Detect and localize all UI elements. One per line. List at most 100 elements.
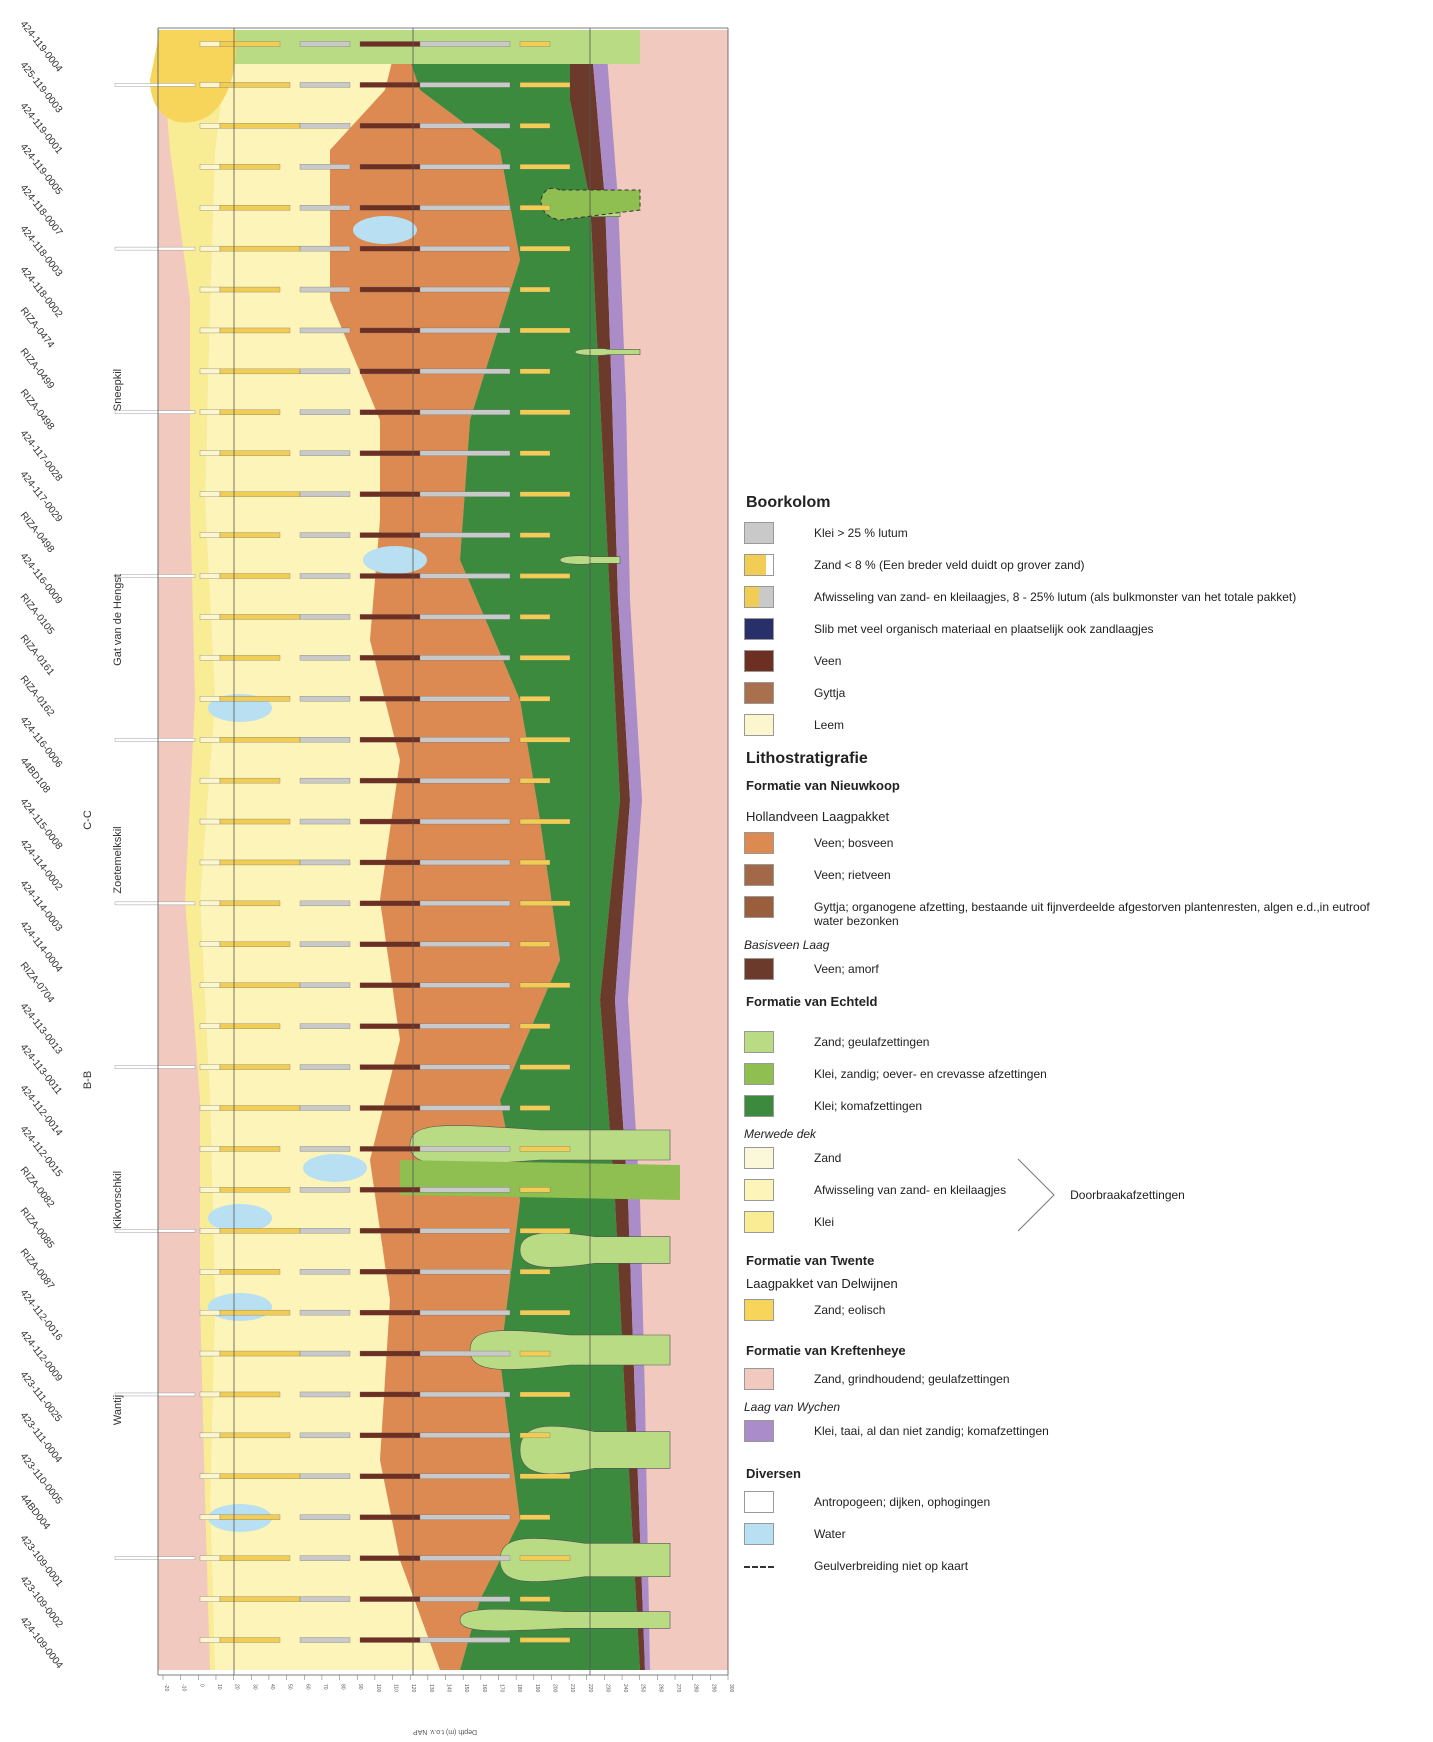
legend-hollandveen-sub: Hollandveen Laagpakket	[746, 809, 1430, 824]
borehole-segment	[300, 123, 350, 128]
borehole-segment	[360, 778, 420, 783]
borehole-surface-fill	[115, 1557, 195, 1560]
axis-tick-label: -10	[181, 1684, 187, 1691]
legend-label: Water	[814, 1523, 846, 1541]
borehole-segment	[520, 1597, 550, 1602]
legend-label: Klei > 25 % lutum	[814, 522, 908, 540]
borehole-segment	[520, 1433, 550, 1438]
legend-label: Slib met veel organisch materiaal en pla…	[814, 618, 1154, 636]
swatch-basisveen	[744, 958, 774, 980]
borehole-column	[200, 123, 550, 128]
legend-label: Veen; rietveen	[814, 864, 891, 882]
axis-tick-label: 200	[551, 1684, 557, 1693]
borehole-segment	[200, 451, 220, 456]
borehole-segment	[300, 410, 350, 415]
borehole-segment	[360, 369, 420, 374]
legend-label: Afwisseling van zand- en kleilaagjes, 8 …	[814, 586, 1296, 604]
axis-title: Depth (m) t.o.v. NAP	[413, 1728, 477, 1735]
borehole-segment	[300, 246, 350, 251]
legend-item-afwisseling: Afwisseling van zand- en kleilaagjes, 8 …	[744, 586, 1430, 608]
borehole-segment	[520, 1146, 570, 1151]
borehole-column	[200, 369, 550, 374]
borehole-segment	[220, 164, 280, 169]
borehole-segment	[520, 205, 550, 210]
legend-item-veen: Veen	[744, 650, 1430, 672]
swatch-rietveen	[744, 864, 774, 886]
borehole-segment	[520, 819, 570, 824]
borehole-column	[200, 1515, 550, 1520]
borehole-segment	[520, 901, 570, 906]
borehole-segment	[220, 696, 290, 701]
section-mark: B-B	[82, 1071, 94, 1089]
borehole-segment	[300, 1269, 350, 1274]
borehole-segment	[200, 533, 220, 538]
borehole-segment	[520, 410, 570, 415]
borehole-segment	[200, 246, 220, 251]
legend-item-merwede-zand: Zand	[744, 1147, 1006, 1169]
borehole-segment	[300, 1474, 350, 1479]
borehole-segment	[420, 82, 510, 87]
swatch-antropogeen	[744, 1491, 774, 1513]
borehole-segment	[420, 1310, 510, 1315]
borehole-segment	[420, 533, 510, 538]
borehole-segment	[200, 1515, 220, 1520]
borehole-segment	[220, 614, 300, 619]
borehole-segment	[300, 1310, 350, 1315]
borehole-segment	[360, 1474, 420, 1479]
legend-label: Zand, grindhoudend; geulafzettingen	[814, 1368, 1010, 1386]
swatch-merwede-klei	[744, 1211, 774, 1233]
axis-tick-label: 190	[534, 1684, 540, 1693]
borehole-segment	[300, 655, 350, 660]
borehole-segment	[300, 574, 350, 579]
borehole-segment	[360, 42, 420, 47]
borehole-segment	[420, 614, 510, 619]
swatch-bosveen	[744, 832, 774, 854]
borehole-segment	[200, 287, 220, 292]
borehole-segment	[520, 82, 570, 87]
borehole-segment	[300, 287, 350, 292]
borehole-segment	[220, 860, 300, 865]
borehole-segment	[220, 942, 290, 947]
merwede-group: Zand Afwisseling van zand- en kleilaagje…	[740, 1147, 1430, 1243]
borehole-segment	[220, 42, 280, 47]
borehole-segment	[200, 1228, 220, 1233]
legend-item-echteld-zandige-klei: Klei, zandig; oever- en crevasse afzetti…	[744, 1063, 1430, 1085]
borehole-segment	[420, 1433, 510, 1438]
borehole-segment	[360, 410, 420, 415]
borehole-segment	[220, 1474, 300, 1479]
water-pocket	[208, 1293, 272, 1321]
borehole-segment	[420, 983, 510, 988]
borehole-segment	[360, 1638, 420, 1643]
borehole-label: RIZA-0499	[18, 346, 57, 391]
borehole-labels: 424-119-0004425-119-0003424-119-0001424-…	[18, 19, 65, 1671]
axis-tick-label: 260	[657, 1684, 663, 1693]
merwede-items: Zand Afwisseling van zand- en kleilaagje…	[740, 1147, 1006, 1243]
swatch-echteld-klei	[744, 1095, 774, 1117]
legend-item-merwede-afwisseling: Afwisseling van zand- en kleilaagjes	[744, 1179, 1006, 1201]
borehole-segment	[220, 123, 300, 128]
borehole-segment	[300, 164, 350, 169]
borehole-segment	[200, 655, 220, 660]
borehole-segment	[220, 1638, 280, 1643]
borehole-segment	[520, 696, 550, 701]
legend-item-wychen: Klei, taai, al dan niet zandig; komafzet…	[744, 1420, 1430, 1442]
borehole-segment	[300, 492, 350, 497]
borehole-segment	[200, 1433, 220, 1438]
borehole-segment	[520, 1351, 550, 1356]
borehole-segment	[360, 1146, 420, 1151]
borehole-segment	[300, 901, 350, 906]
water-pocket	[353, 216, 417, 244]
legend-echteld-title: Formatie van Echteld	[746, 994, 1430, 1009]
axis-tick-label: 150	[463, 1684, 469, 1693]
borehole-segment	[220, 1310, 290, 1315]
borehole-segment	[360, 1228, 420, 1233]
borehole-segment	[220, 492, 300, 497]
axis-tick-label: 140	[446, 1684, 452, 1693]
borehole-segment	[200, 123, 220, 128]
legend-boorkolom-title: Boorkolom	[746, 494, 1430, 512]
borehole-segment	[200, 1392, 220, 1397]
borehole-segment	[520, 860, 550, 865]
axis-tick-label: 10	[216, 1684, 222, 1690]
borehole-segment	[200, 1146, 220, 1151]
borehole-column	[200, 696, 550, 701]
